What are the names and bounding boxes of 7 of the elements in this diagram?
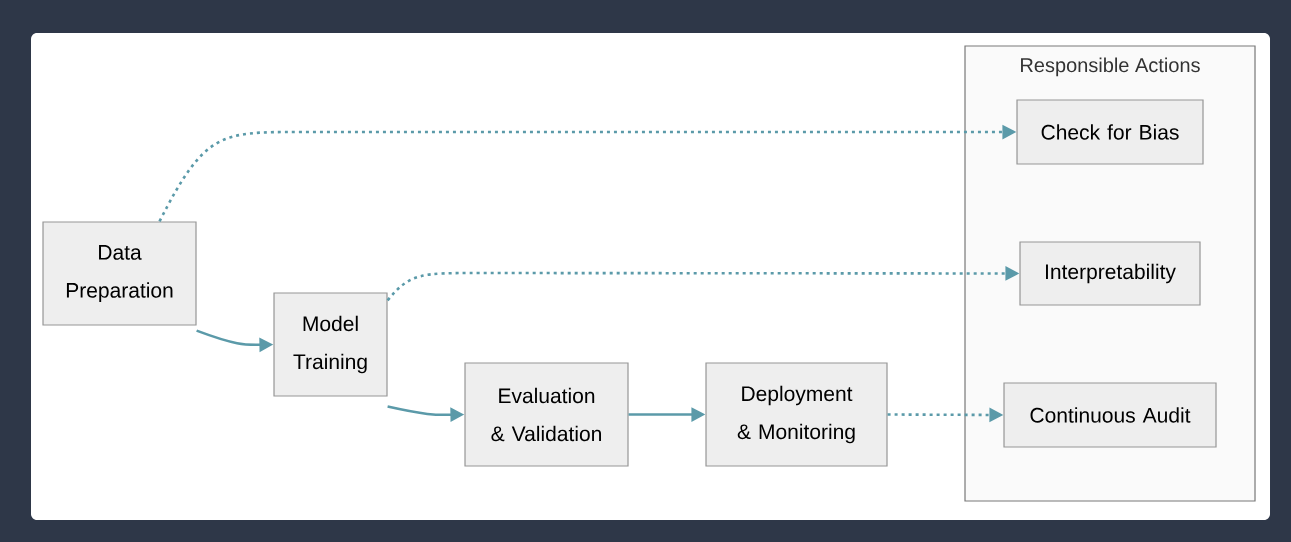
process-box: Check for Bias [1016,99,1204,165]
process-box: Evaluation & Validation [464,362,629,467]
process-box: Continuous Audit [1003,382,1217,448]
process-box: Deployment & Monitoring [705,362,888,467]
process-box: Data Preparation [42,221,197,326]
process-box: Model Training [273,292,388,397]
process-box: Interpretability [1019,241,1201,306]
